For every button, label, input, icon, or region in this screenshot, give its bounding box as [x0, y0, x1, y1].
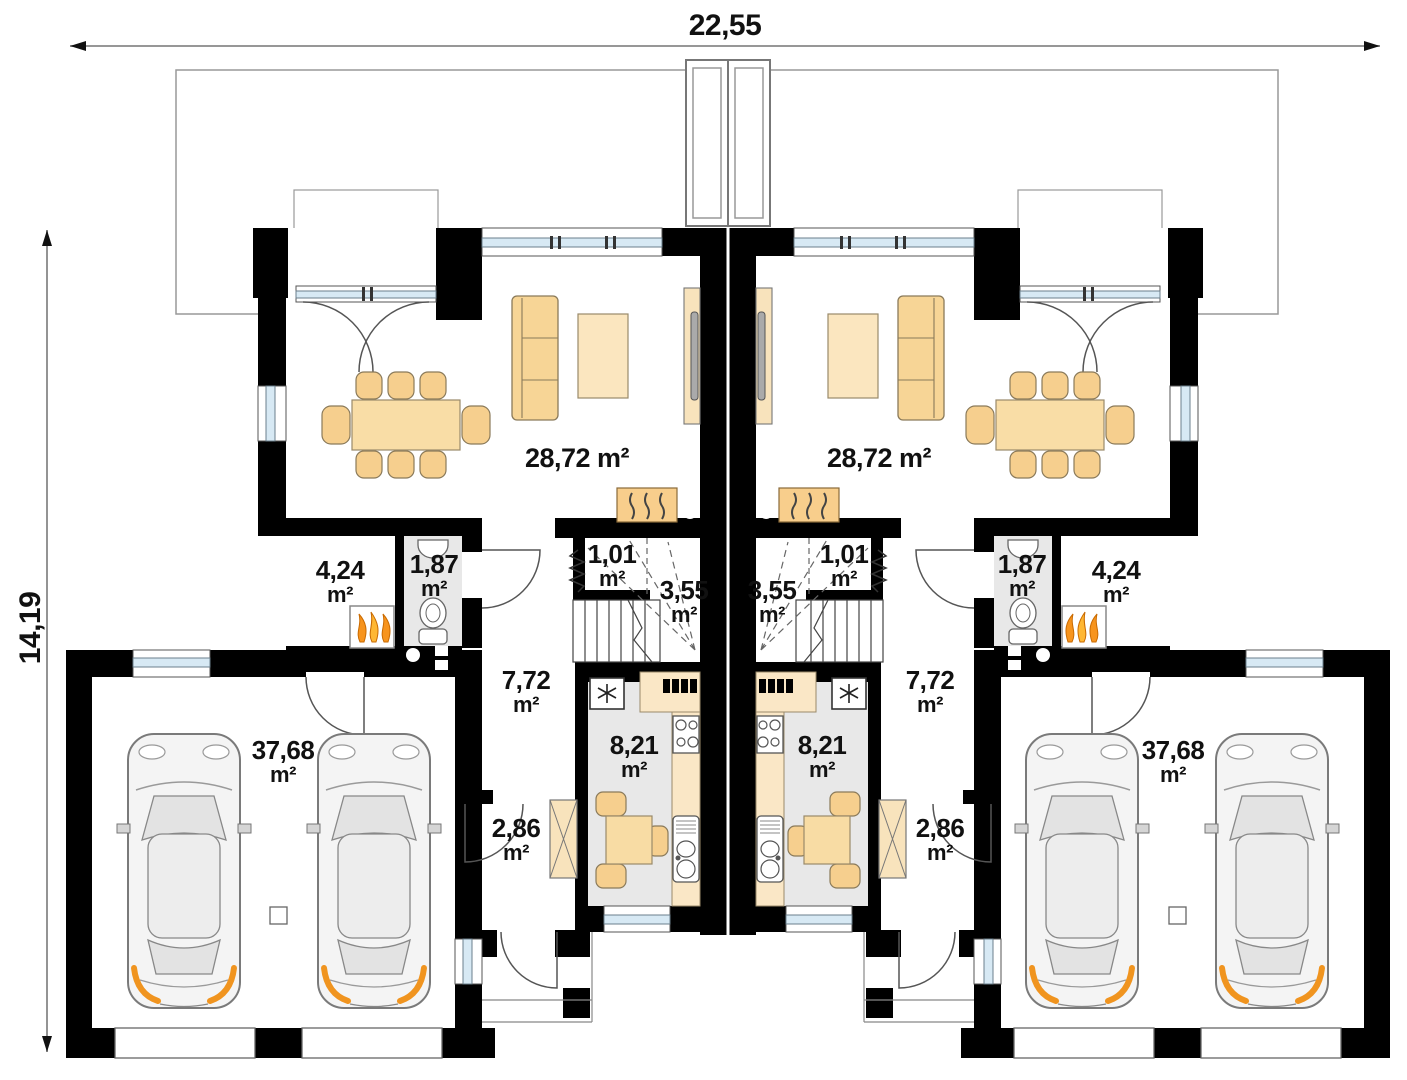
overall-width-dimension: 22,55 [688, 9, 762, 42]
unit-left [66, 190, 729, 1058]
overall-height-dimension: 14,19 [14, 591, 47, 665]
unit-right [727, 190, 1390, 1058]
room-label-left-living-dining-room: 28,72 m² [524, 443, 630, 474]
dimension-lines [46, 45, 1380, 1052]
dimension-arrows [42, 41, 1380, 1052]
party-wall-joint [726, 228, 730, 935]
room-label-right-living-dining-room: 28,72 m² [826, 443, 932, 474]
chimneys [685, 59, 771, 227]
